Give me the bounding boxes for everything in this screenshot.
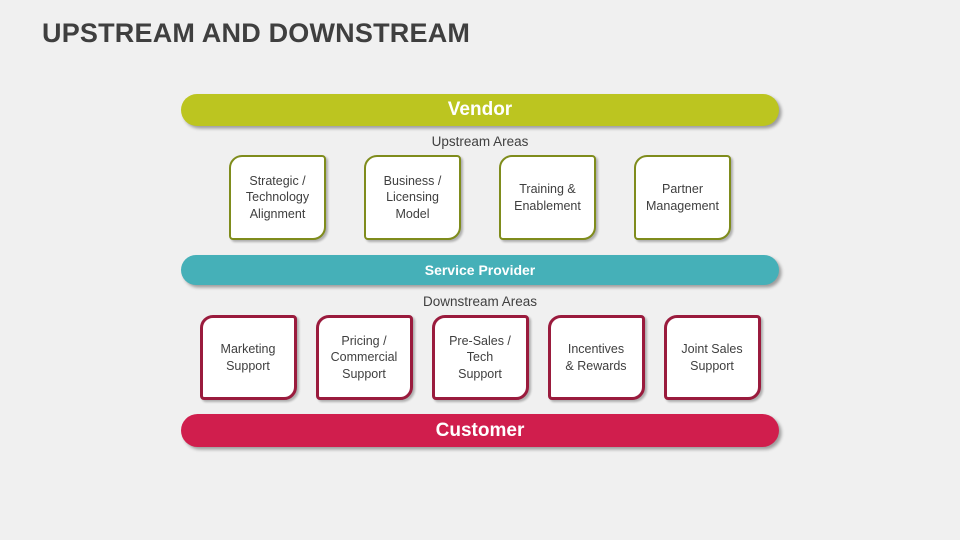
- upstream-box-partner-management: Partner Management: [634, 155, 731, 240]
- upstream-box-strategic-technology-alignment: Strategic / Technology Alignment: [229, 155, 326, 240]
- upstream-box-training-enablement: Training & Enablement: [499, 155, 596, 240]
- downstream-box-row: Marketing Support Pricing / Commercial S…: [0, 315, 960, 400]
- downstream-box-label: Joint Sales Support: [681, 342, 743, 373]
- downstream-box-joint-sales-support: Joint Sales Support: [663, 315, 761, 400]
- downstream-box-pre-sales-tech-support: Pre-Sales / Tech Support: [431, 315, 529, 400]
- downstream-box-incentives-rewards: Incentives & Rewards: [547, 315, 645, 400]
- downstream-box-pricing-commercial-support: Pricing / Commercial Support: [315, 315, 413, 400]
- downstream-areas-heading: Downstream Areas: [422, 294, 538, 309]
- downstream-box-label: Pricing / Commercial Support: [330, 333, 398, 381]
- downstream-box-label: Incentives & Rewards: [565, 342, 627, 373]
- upstream-box-label: Training & Enablement: [514, 182, 581, 213]
- upstream-box-label: Business / Licensing Model: [383, 173, 442, 221]
- vendor-bar-label: Vendor: [447, 99, 513, 120]
- downstream-box-marketing-support: Marketing Support: [199, 315, 297, 400]
- downstream-box-label: Marketing Support: [220, 342, 276, 373]
- service-provider-bar-label: Service Provider: [424, 262, 536, 278]
- service-provider-bar: Service Provider: [181, 255, 779, 285]
- upstream-box-label: Partner Management: [646, 182, 719, 213]
- vendor-bar: Vendor: [181, 94, 779, 126]
- customer-bar-label: Customer: [435, 419, 525, 441]
- upstream-box-label: Strategic / Technology Alignment: [245, 173, 310, 221]
- upstream-box-row: Strategic / Technology Alignment Busines…: [0, 155, 960, 240]
- upstream-box-business-licensing-model: Business / Licensing Model: [364, 155, 461, 240]
- upstream-areas-heading: Upstream Areas: [431, 134, 529, 149]
- downstream-box-label: Pre-Sales / Tech Support: [449, 333, 511, 381]
- customer-bar: Customer: [181, 414, 779, 447]
- page-title: UPSTREAM AND DOWNSTREAM: [42, 18, 471, 48]
